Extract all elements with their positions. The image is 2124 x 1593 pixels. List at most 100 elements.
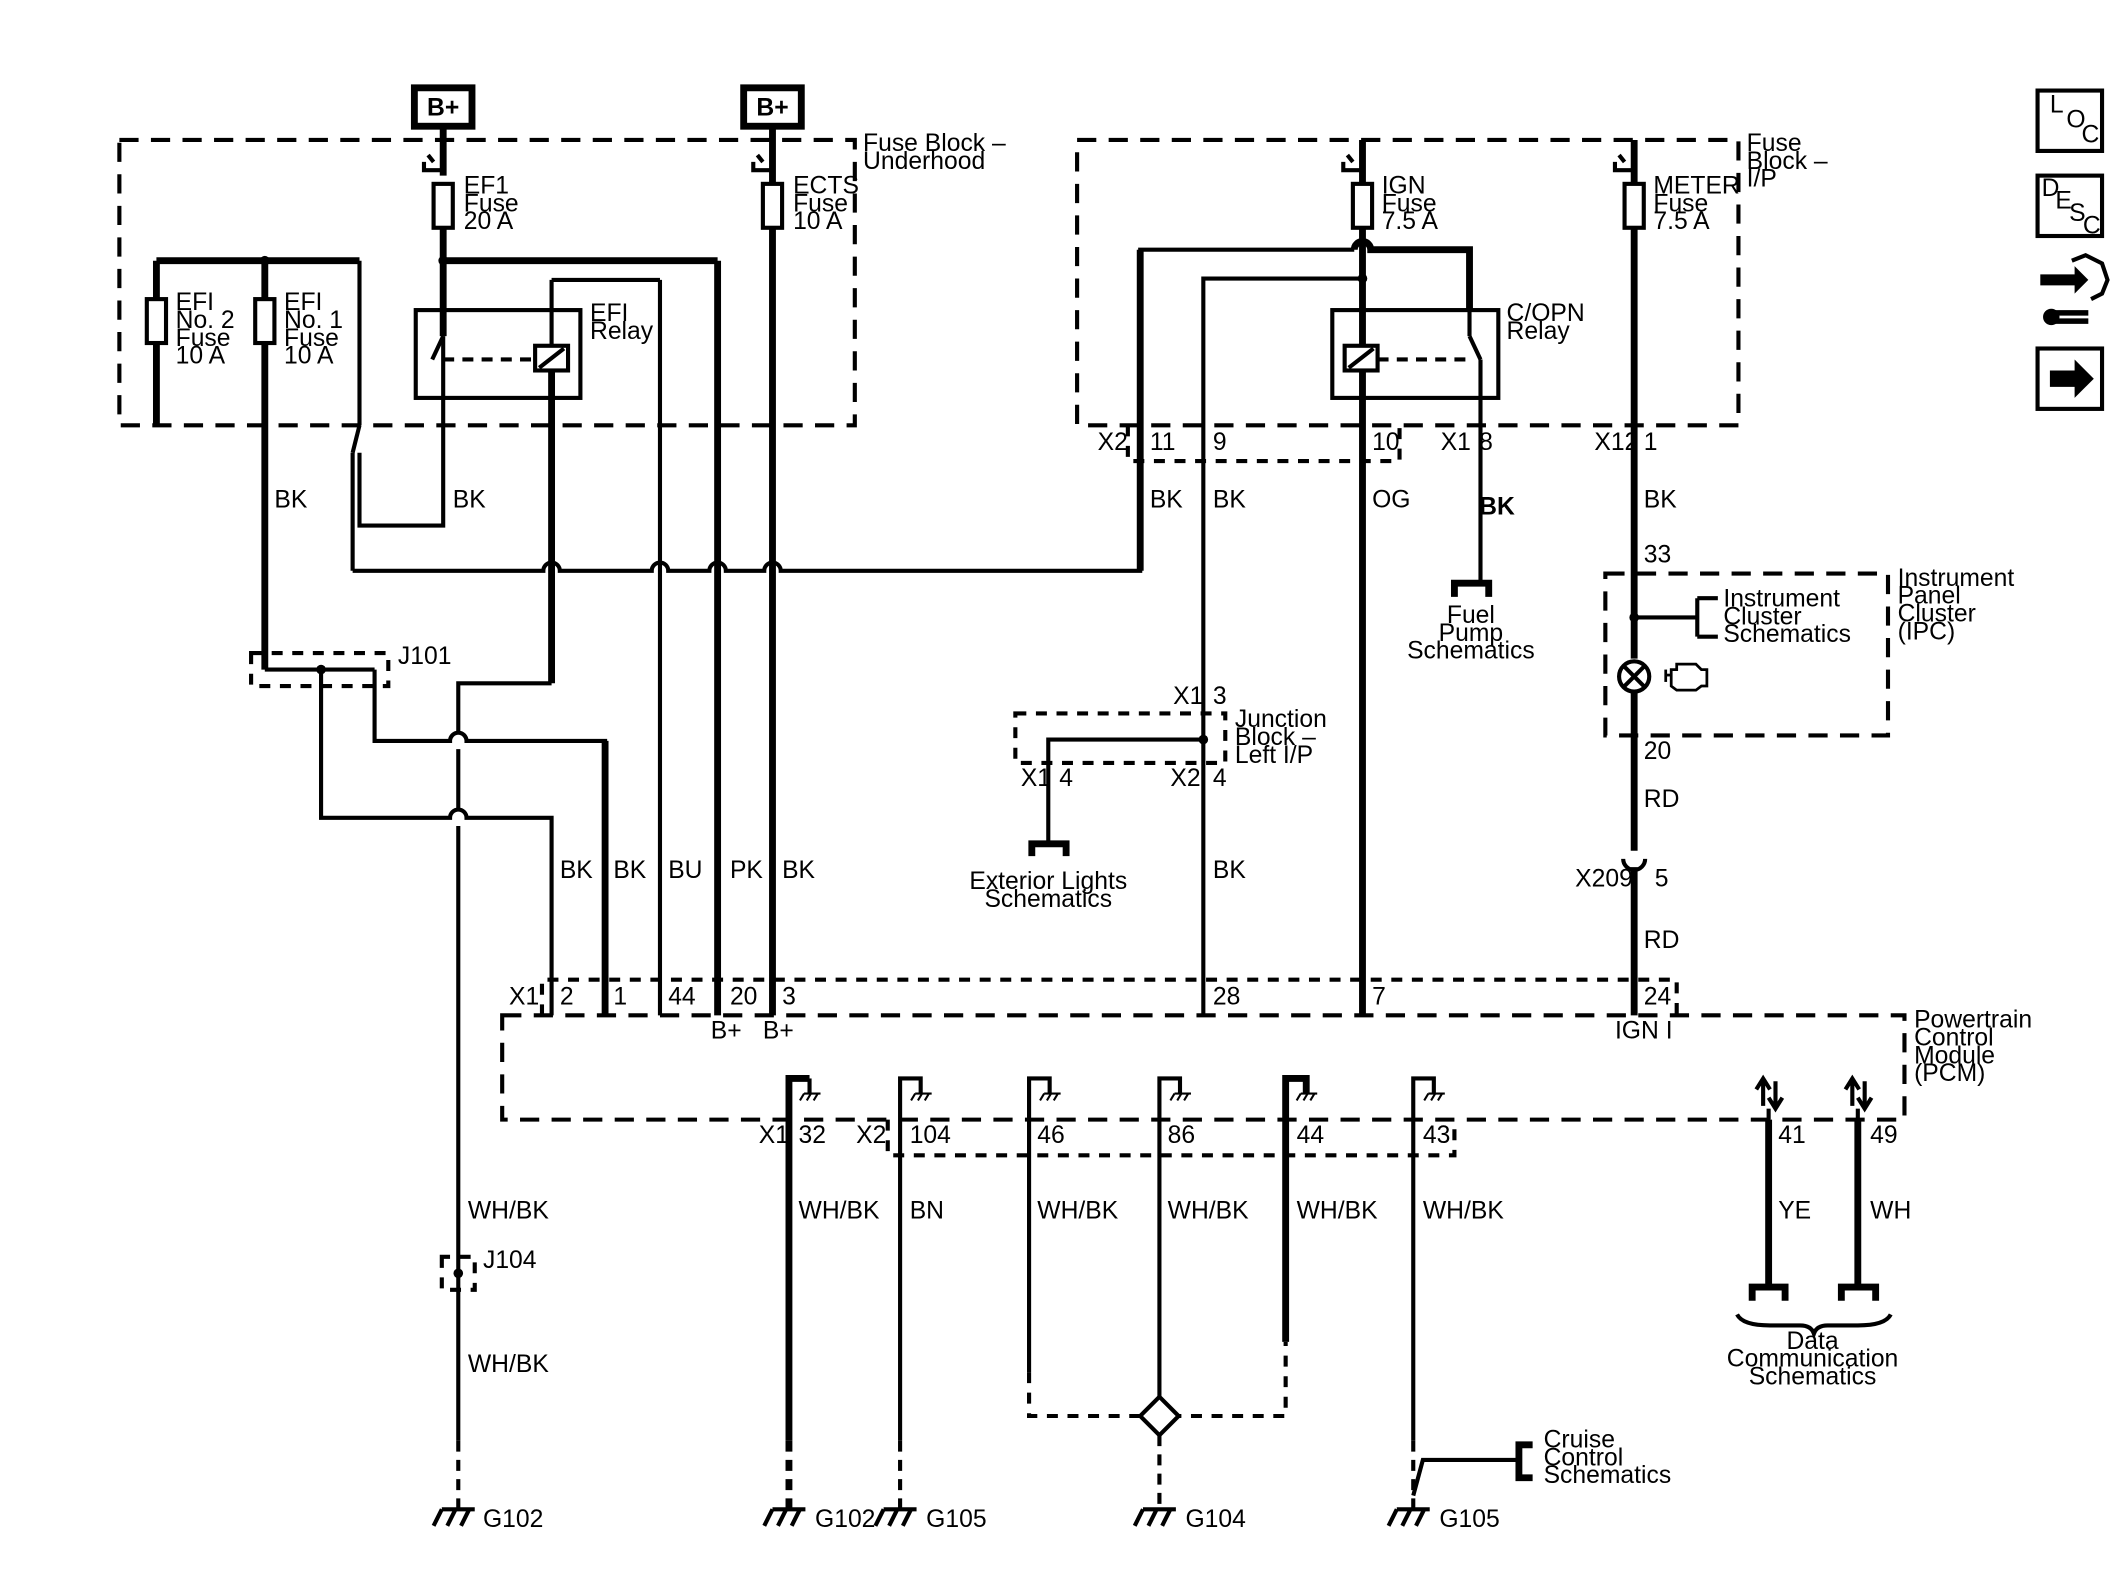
svg-text:Instrument: Instrument [1723, 585, 1840, 612]
ground-icon [434, 1509, 475, 1525]
svg-text:49: 49 [1870, 1122, 1897, 1149]
wire-label: BK [1644, 487, 1677, 514]
wire-label: BK [274, 487, 307, 514]
svg-text:ECTS: ECTS [793, 172, 859, 199]
svg-text:4: 4 [1059, 765, 1073, 792]
cruise-control-schematics-ref[interactable]: Cruise Control Schematics [1544, 1427, 1672, 1490]
wire-whbk-43 [1411, 1076, 1436, 1441]
efi-no2-fuse-icon [144, 297, 169, 346]
svg-text:B+: B+ [711, 1018, 742, 1045]
ground-label: G102 [815, 1506, 875, 1533]
wire-label: BK [560, 857, 593, 884]
bplus-left-box: B+ [410, 84, 476, 130]
svg-text:(IPC): (IPC) [1898, 618, 1956, 645]
fuel-pump-ref-icon [1450, 579, 1493, 597]
pcm-x2-connector-outline [885, 1119, 1457, 1158]
copn-relay-label: C/OPN Relay [1507, 300, 1585, 345]
j104-splice-outline [439, 1254, 477, 1292]
svg-text:11: 11 [1150, 429, 1176, 456]
svg-text:7: 7 [1372, 983, 1386, 1010]
meter-fuse-icon [1622, 181, 1646, 230]
svg-text:43: 43 [1423, 1122, 1450, 1149]
svg-text:D: D [2042, 175, 2060, 202]
bidirectional-arrow-icon [1843, 1074, 1874, 1113]
wire-label: BK [1213, 487, 1246, 514]
loc-button[interactable]: L O C [2035, 88, 2105, 153]
svg-text:Fuse: Fuse [464, 190, 519, 217]
wire-exterior-lights [1046, 737, 1204, 844]
svg-text:1: 1 [613, 983, 627, 1010]
ipc-schematics-ref-icon [1634, 596, 1718, 639]
ects-fuse-label: ECTS Fuse 10 A [793, 172, 859, 235]
j101-label: J101 [398, 643, 452, 670]
ipc-pin-20: 20 [1644, 738, 1671, 765]
ground-label: G105 [1439, 1506, 1499, 1533]
ects-fuse-icon [760, 181, 785, 230]
svg-text:Module: Module [1914, 1042, 1995, 1069]
wire-label: BK [1213, 857, 1246, 884]
svg-text:2: 2 [560, 983, 574, 1010]
svg-text:X1: X1 [509, 983, 539, 1010]
ign-fuse-icon [1350, 181, 1375, 230]
wire-label: RD [1644, 786, 1680, 813]
svg-text:Junction: Junction [1235, 706, 1327, 733]
svg-text:Relay: Relay [1507, 318, 1571, 345]
svg-text:Fuse: Fuse [1747, 130, 1802, 157]
svg-text:Fuel: Fuel [1447, 602, 1495, 629]
wire-label: BN [910, 1197, 944, 1224]
svg-text:10 A: 10 A [176, 343, 226, 370]
connector-tools-icon[interactable] [2040, 252, 2110, 326]
svg-text:Schematics: Schematics [984, 886, 1112, 913]
wire-label: WH [1870, 1197, 1911, 1224]
svg-text:Instrument: Instrument [1898, 565, 2015, 592]
svg-text:Pump: Pump [1439, 620, 1503, 647]
svg-text:3: 3 [1213, 683, 1227, 710]
svg-text:Cruise: Cruise [1544, 1427, 1615, 1454]
bplus-right-box: B+ [740, 84, 805, 130]
ground-label: G102 [483, 1506, 543, 1533]
junction-block-outline [1013, 711, 1228, 765]
wire-ground-bus [352, 247, 1355, 573]
data-communication-schematics-ref[interactable]: Data Communication Schematics [1727, 1328, 1899, 1391]
svg-text:44: 44 [1297, 1122, 1324, 1149]
svg-text:3: 3 [782, 983, 796, 1010]
efi-no1-fuse-icon [253, 297, 277, 346]
wire-label: BU [668, 857, 702, 884]
svg-text:E: E [2055, 188, 2071, 215]
svg-text:Block –: Block – [1747, 148, 1828, 175]
svg-text:Schematics: Schematics [1749, 1363, 1877, 1390]
next-arrow-button[interactable] [2035, 346, 2105, 411]
wire-bk-2 [319, 669, 554, 1016]
svg-text:C/OPN: C/OPN [1507, 300, 1585, 327]
svg-text:O: O [2066, 107, 2085, 134]
pcm-bottom-pins: X1 32 X2 104 46 86 44 43 41 49 [759, 1122, 1898, 1149]
svg-text:Schematics: Schematics [1723, 621, 1851, 648]
instrument-cluster-schematics-ref[interactable]: Instrument Cluster Schematics [1723, 585, 1851, 648]
svg-text:24: 24 [1644, 983, 1671, 1010]
svg-text:Control: Control [1914, 1025, 1994, 1052]
svg-text:L: L [2050, 92, 2064, 119]
svg-text:4: 4 [1213, 765, 1227, 792]
svg-text:(PCM): (PCM) [1914, 1060, 1985, 1087]
exterior-lights-schematics-ref[interactable]: Exterior Lights Schematics [969, 868, 1127, 913]
data-comm-ref-icon [1837, 1283, 1880, 1301]
wire-label: WH/BK [1423, 1197, 1504, 1224]
wire-label: RD [1644, 927, 1680, 954]
fuse-block-underhood-outline [117, 137, 857, 428]
svg-text:Fuse Block –: Fuse Block – [863, 130, 1006, 157]
svg-text:No. 2: No. 2 [176, 307, 235, 334]
svg-text:X2: X2 [1098, 429, 1128, 456]
desc-button[interactable]: D E S C [2035, 173, 2105, 239]
j101-splice-outline [249, 651, 391, 689]
svg-text:EFI: EFI [284, 289, 322, 316]
svg-text:X1: X1 [759, 1122, 789, 1149]
svg-text:X2: X2 [856, 1122, 886, 1149]
svg-text:86: 86 [1168, 1122, 1195, 1149]
svg-text:Powertrain: Powertrain [1914, 1007, 2032, 1034]
svg-text:10: 10 [1372, 429, 1399, 456]
svg-text:46: 46 [1037, 1122, 1064, 1149]
x2-connector-outline [1125, 425, 1402, 464]
fuel-pump-schematics-ref[interactable]: Fuel Pump Schematics [1407, 602, 1535, 665]
pcm-title: Powertrain Control Module (PCM) [1914, 1007, 2032, 1088]
